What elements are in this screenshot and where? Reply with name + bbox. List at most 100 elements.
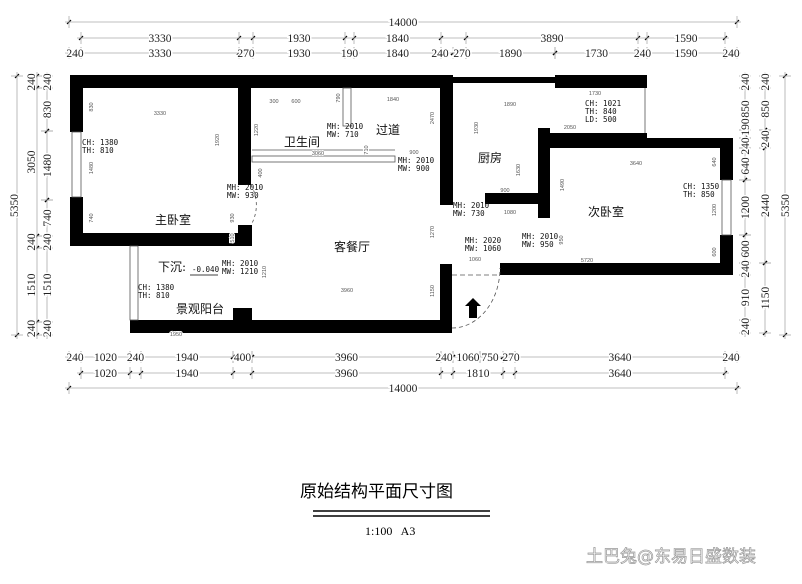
interior-dimension: 2470	[430, 112, 436, 124]
dimension-label: 240	[740, 137, 752, 155]
opening-spec: MH: 2010	[227, 183, 264, 192]
interior-dimension: 900	[409, 150, 418, 156]
wall	[485, 193, 550, 204]
dimension-label: 240	[760, 130, 772, 148]
dimension-label: 640	[740, 157, 752, 175]
wall	[555, 75, 647, 88]
opening-spec: CH: 1380	[138, 283, 175, 292]
dimension-label: 3960	[335, 352, 358, 364]
dimension-label: 5350	[9, 194, 21, 217]
window	[721, 179, 732, 236]
labels: 14000 3330 1930 1840 3890 1590 240 3330 270 1930 1…	[8, 16, 794, 397]
wall	[240, 75, 453, 88]
entry-door-swing	[451, 267, 501, 329]
dimension-label: 400	[234, 352, 252, 364]
dimension-label: 240	[435, 352, 453, 364]
dimension-label: 270	[453, 48, 471, 60]
interior-dimension: 5720	[581, 258, 593, 264]
walls	[70, 75, 733, 333]
opening-spec: TH: 810	[82, 146, 114, 155]
wall	[233, 308, 252, 333]
dimension-label: 850	[740, 100, 752, 118]
dimension-label: 240	[740, 260, 752, 278]
dimension-label: 3330	[149, 33, 172, 45]
dimension-label: 850	[760, 100, 772, 118]
dimension-label: 1890	[499, 48, 522, 60]
dimension-label: 1840	[386, 33, 409, 45]
wall	[70, 75, 252, 88]
wall	[538, 128, 550, 218]
interior-dimension: 1490	[560, 179, 566, 191]
interior-dimension: 1060	[469, 257, 481, 263]
dimension-label: 14000	[389, 17, 418, 29]
interior-dimension: 400	[258, 168, 264, 177]
wall	[238, 225, 252, 246]
opening-spec: CH: 1021	[585, 99, 621, 108]
interior-dimension: 3640	[630, 161, 642, 167]
opening-spec: MW: 730	[453, 209, 485, 218]
dimension-label: 1200	[740, 196, 752, 219]
dimension-label: 3330	[149, 48, 172, 60]
dimension-label: 190	[740, 118, 752, 136]
dimension-label: 240	[740, 318, 752, 336]
interior-dimension: 600	[291, 99, 300, 105]
room-label-living-dining: 客餐厅	[334, 239, 370, 254]
dimension-label: 1480	[42, 154, 54, 177]
opening-spec: MW: 1060	[465, 244, 502, 253]
dimension-label: 1940	[176, 352, 199, 364]
interior-dimension: 1080	[504, 210, 516, 216]
dimension-label: 270	[237, 48, 255, 60]
opening-spec: MW: 950	[522, 240, 554, 249]
wall	[440, 264, 452, 333]
dimension-label: 1150	[760, 286, 772, 309]
interior-dimension: 1840	[387, 97, 399, 103]
room-label-corridor: 过道	[376, 123, 400, 137]
dimension-label: 1510	[42, 273, 54, 296]
drawing-scale: 1:100 A3	[365, 524, 415, 538]
dimension-label: 830	[42, 101, 54, 119]
dimension-label: 5350	[780, 194, 792, 217]
wall	[538, 133, 647, 148]
entrance-arrow-icon	[465, 298, 481, 318]
dimension-label: 270	[502, 352, 520, 364]
dimension-label: 1940	[176, 368, 199, 380]
dimension-label: 240	[26, 233, 38, 251]
dimension-label: 240	[722, 48, 740, 60]
room-label-sunken-label: 下沉:	[158, 260, 186, 274]
room-label-balcony: 景观阳台	[176, 301, 224, 316]
dimension-label: 240	[127, 352, 145, 364]
interior-dimension: 830	[89, 102, 95, 111]
interior-dimension: 1200	[712, 204, 718, 216]
dimension-label: 1930	[288, 48, 311, 60]
dimension-label: 1840	[386, 48, 409, 60]
interior-dimension: 1920	[215, 134, 221, 146]
opening-spec: CH: 1350	[683, 182, 720, 191]
interior-dimension: 300	[269, 99, 278, 105]
interior-dimension: 1630	[516, 164, 522, 176]
opening-spec: MW: 900	[398, 164, 430, 173]
interior-dimension: 710	[364, 145, 370, 154]
dimension-label: 750	[481, 352, 499, 364]
dimension-label: 3890	[541, 33, 564, 45]
interior-dimension: 640	[712, 157, 718, 166]
dimension-label: 1730	[585, 48, 608, 60]
interior-dimension: 1890	[504, 102, 516, 108]
interior-dimension: 790	[336, 93, 342, 102]
dimension-label: 240	[66, 48, 84, 60]
room-label-second-bedroom: 次卧室	[588, 204, 624, 219]
dimension-label: 240	[42, 233, 54, 251]
wall	[70, 75, 83, 132]
watermark: 土巴兔@东易日盛数装	[586, 547, 756, 567]
room-label-kitchen: 厨房	[478, 150, 502, 165]
dimension-label: 1590	[675, 48, 698, 60]
interior-dimension: 1930	[474, 122, 480, 134]
wall	[440, 88, 453, 205]
dimension-label: 240	[431, 48, 449, 60]
dimension-label: 14000	[389, 383, 418, 395]
opening-spec: MH: 2010	[222, 259, 259, 268]
door-swing	[250, 184, 257, 226]
interior-dimension: 510	[230, 233, 236, 242]
opening-spec: MH: 2010	[453, 201, 490, 210]
interior-dimension: 930	[230, 213, 236, 222]
